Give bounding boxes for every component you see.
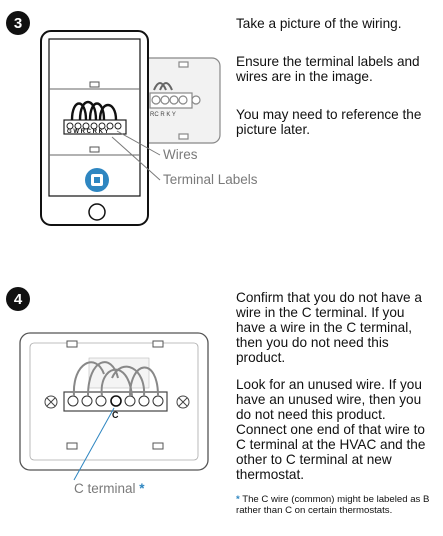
terminal-labels-callout-line: [111, 136, 161, 181]
c-terminal-callout-line: [73, 407, 115, 481]
home-button-icon: [88, 203, 106, 221]
step-4-badge: 4: [6, 287, 30, 311]
wires-callout-line: [116, 130, 161, 156]
step-3-text-2: Ensure the terminal labels and wires are…: [236, 54, 420, 84]
c-terminal-callout: C terminal *: [74, 481, 145, 496]
thermostat-wall-plate: [19, 332, 209, 471]
step-3-text-1: Take a picture of the wiring.: [236, 16, 402, 31]
c-terminal-letter: C: [112, 410, 119, 420]
c-terminal-callout-text: C terminal: [74, 481, 136, 496]
terminal-labels-callout: Terminal Labels: [163, 172, 258, 187]
step-3-badge: 3: [6, 11, 30, 35]
step-4-footnote: * The C wire (common) might be labeled a…: [236, 494, 436, 516]
phone: [40, 30, 149, 226]
step-3-text-3: You may need to reference the picture la…: [236, 107, 422, 137]
footnote-asterisk-icon: *: [236, 494, 240, 505]
terminal-label-in-phone: G W R C R K Y: [67, 129, 109, 135]
step-4-text-1: Confirm that you do not have a wire in t…: [236, 290, 422, 365]
terminal-label-right: RC R K Y: [150, 112, 176, 118]
asterisk-icon: *: [139, 481, 145, 496]
terminal-screw-icon: [67, 395, 79, 407]
step-4-text-2: Look for an unused wire. If you have an …: [236, 377, 426, 482]
footnote-text: The C wire (common) might be labeled as …: [236, 494, 430, 516]
wires-callout: Wires: [163, 147, 198, 162]
